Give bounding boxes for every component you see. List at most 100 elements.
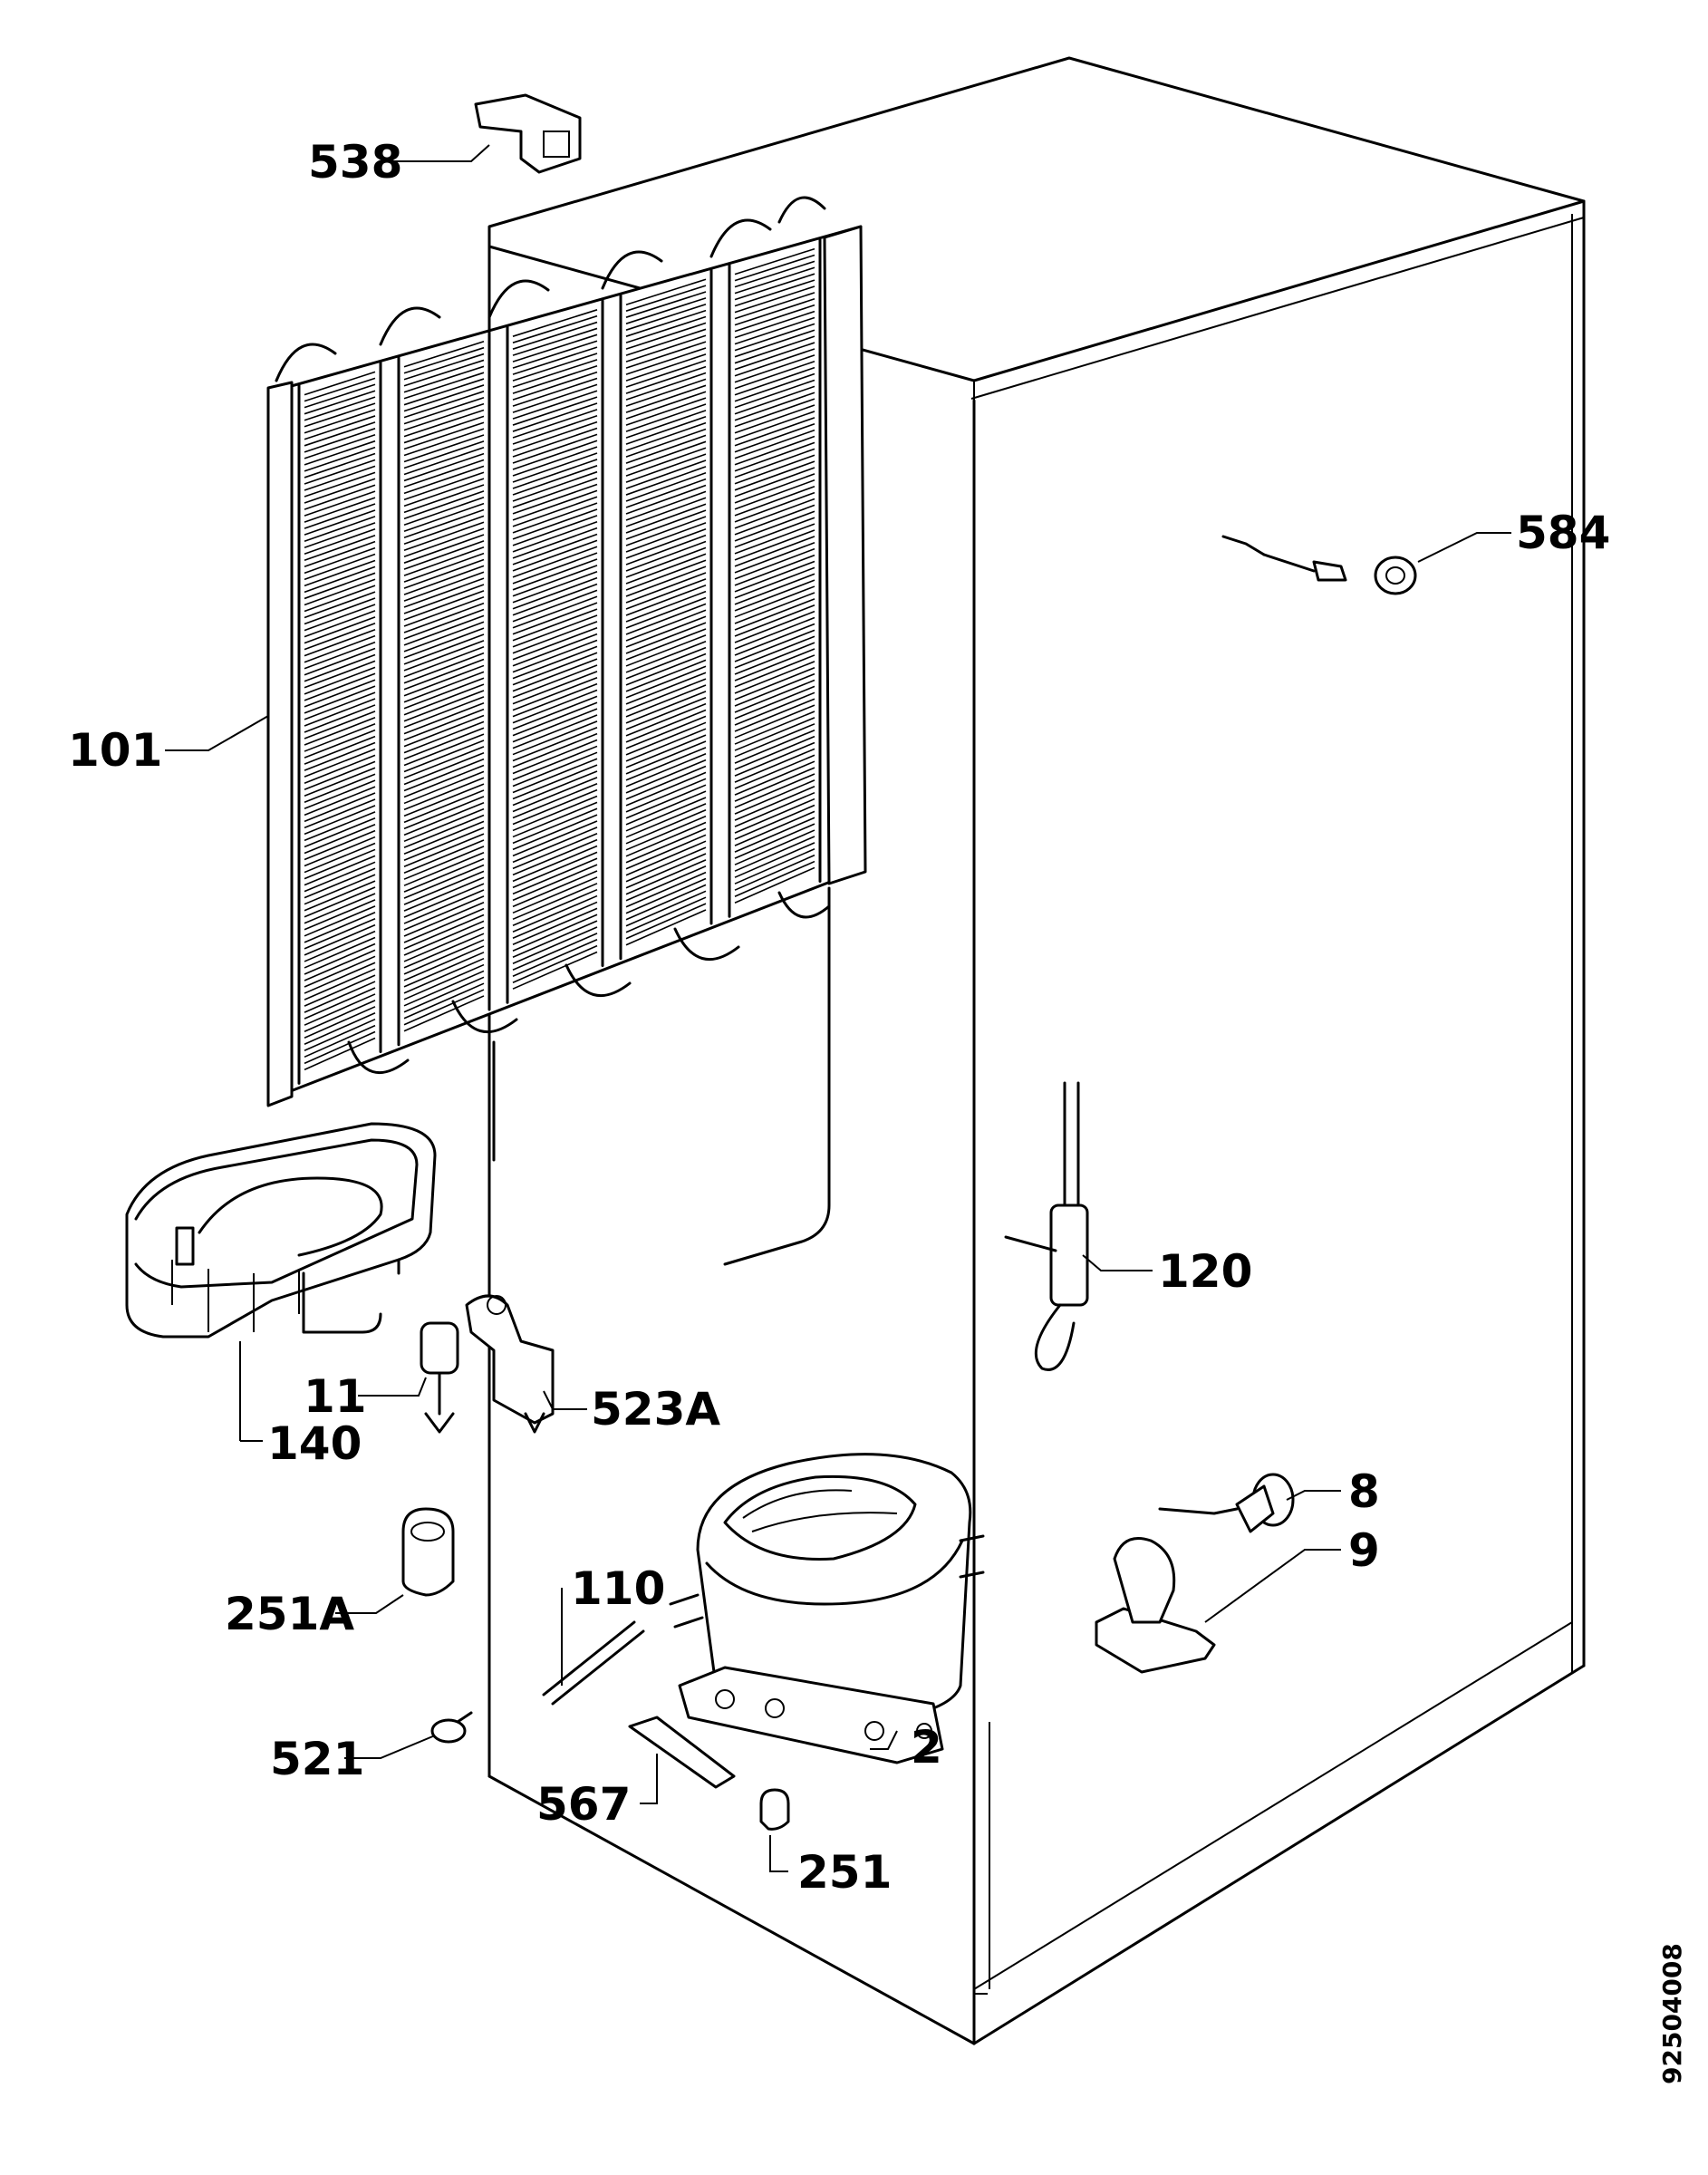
fin-line [625,384,707,413]
fin-line [304,679,376,708]
fin-line [625,771,707,807]
fin-line [512,558,598,591]
fin-line [734,529,815,561]
fin-line [625,347,707,375]
fin-line [625,359,707,388]
fin-line [734,260,815,288]
fin-line [304,811,376,842]
fin-line [625,534,707,566]
fin-line [304,729,376,759]
fin-line [734,710,815,745]
fin-line [734,429,815,459]
fin-line [734,779,815,815]
fin-line [625,428,707,458]
fin-line [625,784,707,819]
fin-line [625,497,707,527]
fin-line [304,672,376,701]
fin-line [304,465,376,491]
callout-labels: 538 584 101 120 11 523A 140 8 9 110 251A… [68,136,1610,1899]
fin-line [304,610,376,638]
fin-line [512,751,598,788]
fin-line [403,496,485,527]
fin-line [403,839,485,874]
fin-line [734,854,815,891]
label-521: 521 [270,1733,364,1785]
tube-110 [542,1620,645,1706]
fin-line [403,515,485,546]
fin-line [512,933,598,971]
fin-line [403,789,485,824]
fin-line [403,820,485,856]
fin-line [734,666,815,701]
fin-line [403,546,485,576]
label-251A: 251A [225,1588,354,1640]
fin-line [734,866,815,904]
part-8-thermostat-plug [1158,1473,1295,1533]
fin-line [304,899,376,931]
fin-line [403,627,485,659]
fin-line [625,596,707,629]
fin-line [512,788,598,826]
fin-line [304,760,376,790]
fin-line [403,671,485,703]
fin-line [304,710,376,740]
fin-line [403,521,485,551]
fin-line [304,1030,376,1065]
fin-line [304,923,376,956]
fin-line [625,503,707,534]
fin-line [403,621,485,652]
fin-line [512,708,598,743]
fin-line [403,701,485,735]
fin-line [625,747,707,781]
fin-line [403,876,485,912]
leader-lines [165,144,1511,1872]
fin-line [734,479,815,510]
fin-line [625,740,707,775]
fin-line [512,782,598,819]
fin-line [734,517,815,548]
fin-line [512,845,598,883]
fin-line [625,410,707,439]
fin-line [304,942,376,975]
fin-line [512,353,598,382]
part-11-component [420,1321,459,1434]
fin-line [625,846,707,883]
fin-line [734,247,815,276]
fin-line [512,677,598,711]
fin-line [512,508,598,540]
fin-line [734,329,815,358]
fin-line [512,732,598,768]
fin-line [625,609,707,642]
fin-line [304,604,376,632]
fin-line [304,962,376,994]
plate-567 [628,1716,736,1789]
fin-line [403,895,485,931]
fin-line [403,484,485,514]
fin-line [304,1018,376,1052]
fin-line [304,433,376,459]
fin-line [625,603,707,635]
fin-line [512,327,598,356]
fin-line [403,976,485,1013]
fin-line [304,1024,376,1058]
fin-line [625,834,707,870]
fin-line [512,639,598,673]
fin-line [403,552,485,583]
fin-line [403,920,485,956]
fin-line [734,791,815,827]
fin-line [625,859,707,895]
fin-line [304,509,376,536]
fin-line [512,489,598,521]
fin-line [403,490,485,520]
label-523A: 523A [591,1383,720,1436]
fin-line [625,353,707,382]
fin-line [625,459,707,489]
fin-line [304,459,376,485]
fin-line [512,576,598,610]
fin-line [625,697,707,730]
fin-line [304,516,376,542]
fin-line [734,360,815,390]
fin-line [304,704,376,733]
fin-line [512,420,598,451]
